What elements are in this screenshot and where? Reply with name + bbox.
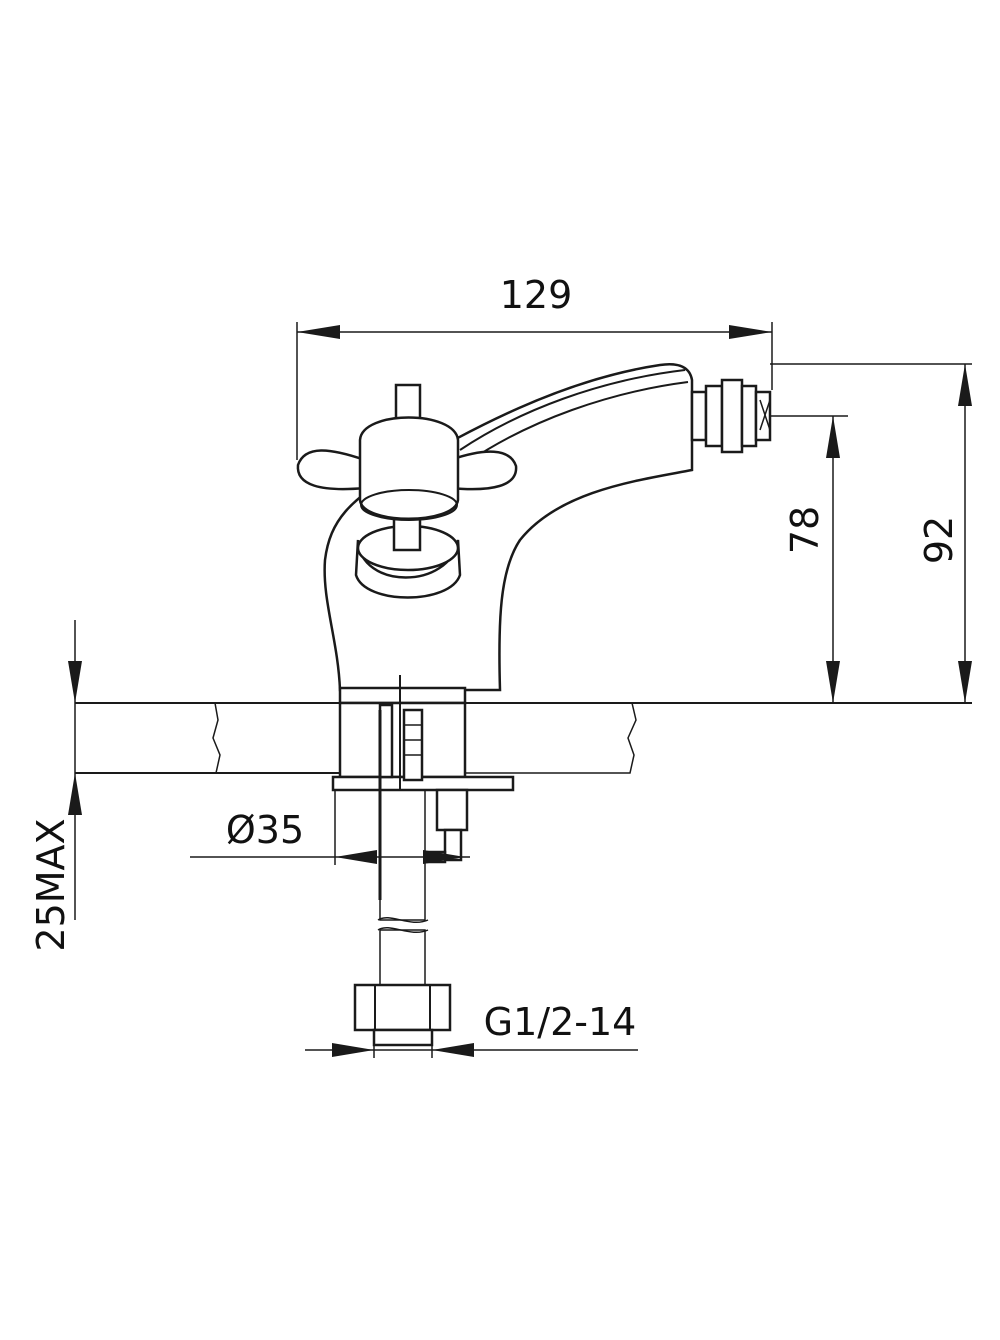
dimension-total-height: 92 [770, 363, 972, 703]
dimension-deck-thickness: 25MAX [29, 620, 82, 952]
fixing-assembly [331, 675, 515, 1047]
dimension-hole-diameter-label: Ø35 [226, 808, 304, 852]
dimension-width-label: 129 [500, 273, 573, 317]
countertop [75, 702, 972, 774]
dimension-connection-thread-label: G1/2-14 [484, 1000, 637, 1044]
dimension-width: 129 [296, 273, 773, 460]
dimension-hole-diameter: Ø35 [190, 790, 470, 865]
dimension-outlet-height-label: 78 [783, 506, 827, 554]
dimension-connection-thread: G1/2-14 [305, 1000, 638, 1058]
dimension-deck-thickness-label: 25MAX [29, 818, 73, 951]
dimension-outlet-height: 78 [770, 415, 848, 703]
mixer-body [323, 363, 772, 705]
cross-handle [296, 383, 518, 599]
dimension-total-height-label: 92 [917, 516, 961, 564]
